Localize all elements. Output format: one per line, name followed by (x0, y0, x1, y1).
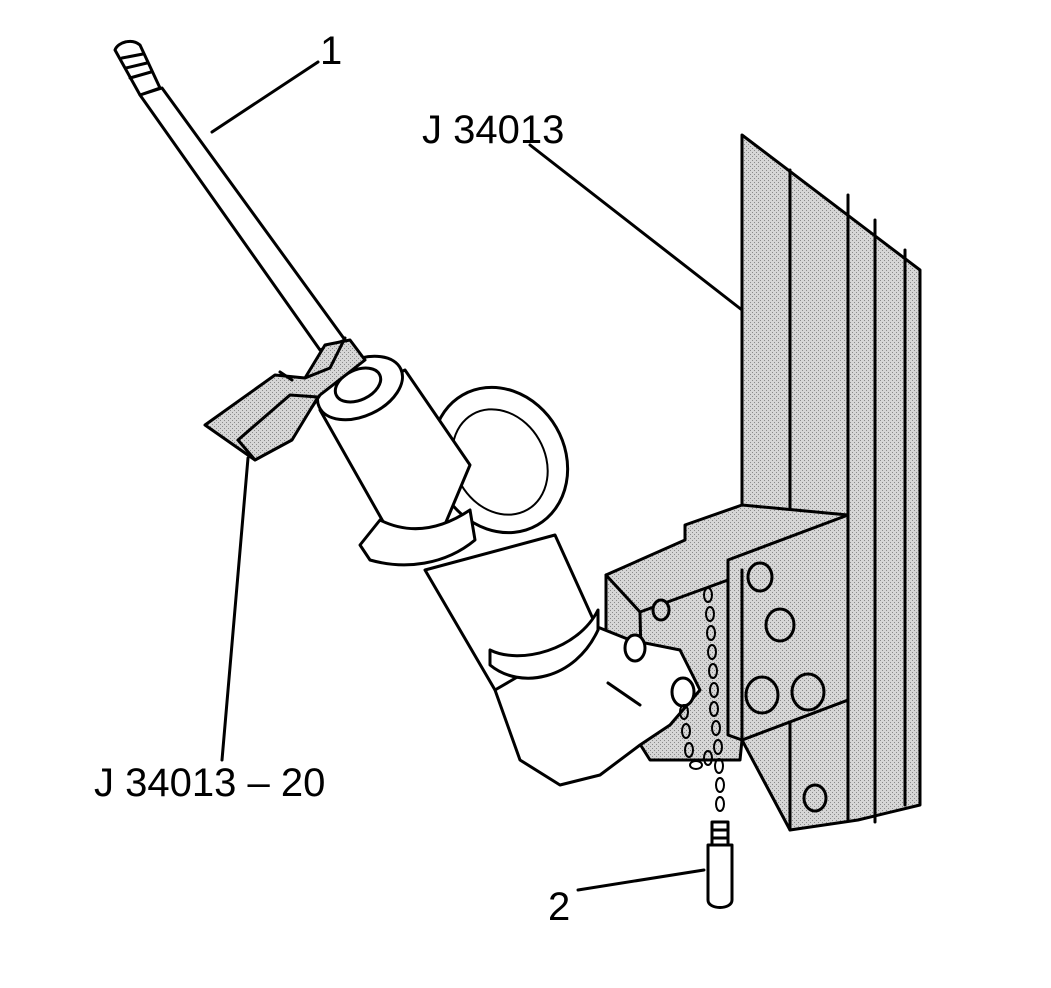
callout-j34013: J 34013 (422, 108, 564, 152)
leader-part-1 (210, 60, 320, 134)
strut-assembly (316, 354, 702, 787)
mount-bolt (764, 607, 796, 643)
bracket-hole (623, 633, 647, 663)
callout-part-2: 2 (548, 885, 570, 929)
strut-lower-band (488, 608, 600, 680)
pin-chain (679, 587, 725, 812)
mount-bolt (744, 675, 780, 715)
post-hole (802, 783, 828, 813)
leader-j34013 (528, 143, 744, 312)
bracket-hole (670, 676, 696, 708)
callout-j34013-20: J 34013 – 20 (94, 761, 325, 805)
mount-bolt (746, 561, 774, 593)
leader-lines (210, 60, 744, 892)
strut-compressor-fixture (604, 133, 922, 832)
strut-collar (358, 508, 477, 567)
retaining-pin (679, 587, 734, 909)
leader-part-2 (576, 868, 706, 892)
mount-hole (651, 598, 671, 622)
mount-bolt (790, 672, 826, 712)
callout-part-1: 1 (320, 29, 342, 73)
compressor-adapter (203, 336, 367, 462)
leader-j34013-20 (220, 456, 250, 762)
strut-rod (113, 39, 347, 352)
